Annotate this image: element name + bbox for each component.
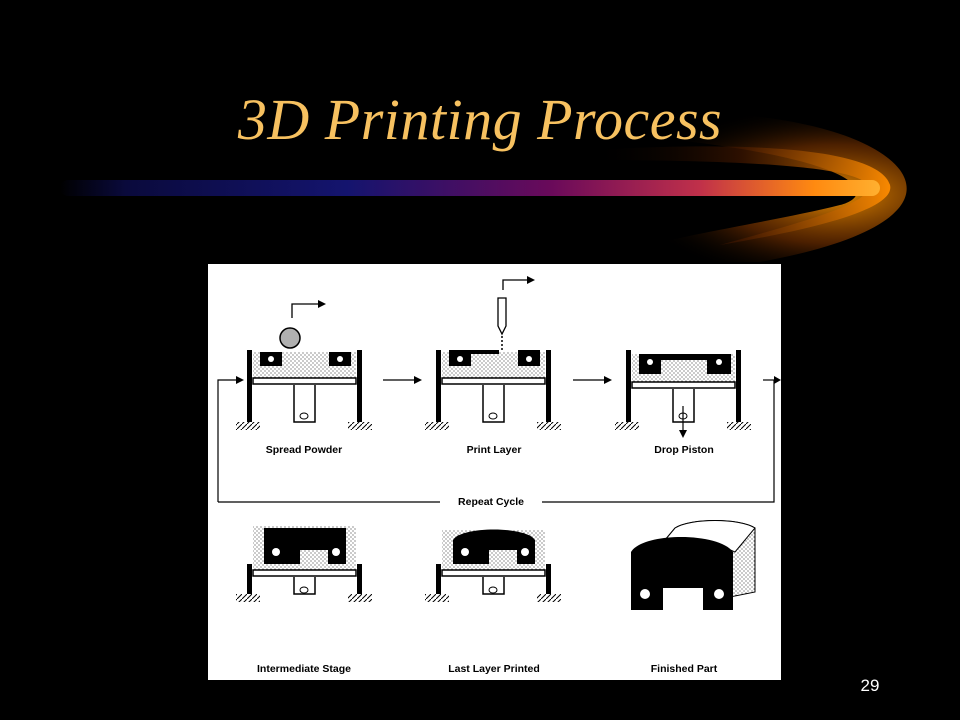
machine-print-layer: [425, 276, 561, 430]
repeat-cycle-loop: [217, 379, 775, 503]
process-diagram: Spread Powder Print Layer Drop Piston Re…: [208, 264, 781, 680]
step-label-spread-powder: Spread Powder: [266, 444, 342, 456]
repeat-cycle-label: Repeat Cycle: [458, 496, 524, 508]
slide-title: 3D Printing Process: [237, 87, 723, 152]
arrow-right-icon: [774, 376, 781, 384]
machine-drop-piston: [615, 350, 751, 438]
machine-spread-powder: [236, 300, 372, 430]
arrow-right-icon: [414, 376, 422, 384]
machine-intermediate-stage: [236, 526, 372, 602]
stage-label-intermediate: Intermediate Stage: [257, 663, 351, 675]
arrow-right-icon: [236, 376, 244, 384]
step-label-drop-piston: Drop Piston: [654, 444, 714, 456]
arrow-right-icon: [604, 376, 612, 384]
stage-label-finished-part: Finished Part: [651, 663, 718, 675]
step-label-print-layer: Print Layer: [467, 444, 522, 456]
stage-label-last-layer: Last Layer Printed: [448, 663, 540, 675]
arrow-down-icon: [679, 430, 687, 438]
process-diagram-svg: Spread Powder Print Layer Drop Piston Re…: [217, 276, 781, 675]
finished-part: [631, 520, 756, 610]
page-number: 29: [860, 676, 880, 695]
machine-last-layer-printed: [425, 529, 561, 602]
print-head-icon: [497, 297, 507, 336]
arrow-right-icon: [318, 300, 326, 308]
arrow-right-icon: [527, 276, 535, 284]
roller-icon: [279, 327, 301, 349]
